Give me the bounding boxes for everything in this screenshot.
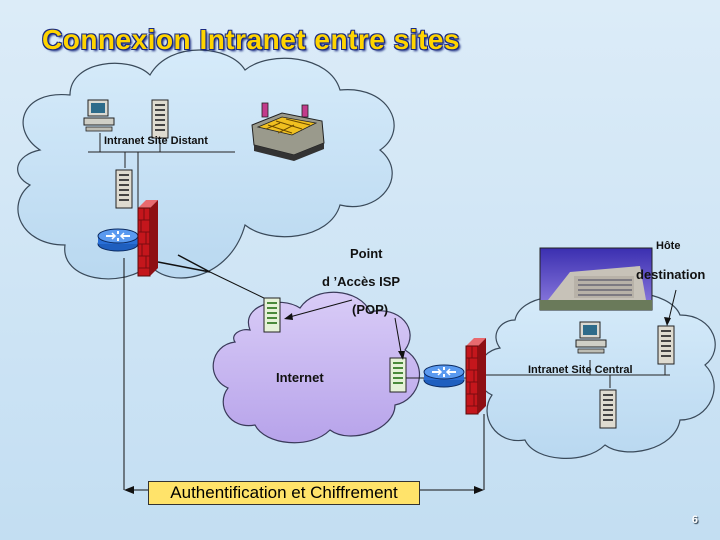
host-label-line2: destination [636,267,706,282]
pop-server-2-icon [389,357,407,393]
auth-encryption-banner: Authentification et Chiffrement [148,481,420,505]
internet-label: Internet [276,370,324,385]
pop-label-line1: Point [350,246,383,261]
remote-site-cloud [17,49,395,280]
internet-cloud [212,291,421,444]
remote-server-2-icon [115,169,133,209]
central-router-icon [423,364,465,388]
central-server-icon [599,389,617,429]
remote-router-icon [97,228,139,252]
remote-site-label: Intranet Site Distant [104,135,208,147]
slide-title: Connexion Intranet entre sites [42,24,460,55]
host-label-line1: Hôte [656,240,681,252]
page-number: 6 [691,514,698,526]
pop-label-line2: d ’Accès ISP [322,274,401,289]
remote-firewall-icon [137,199,159,277]
building-photo-icon [539,247,653,311]
pop-label-line3: (POP) [352,302,389,317]
factory-icon [251,102,325,161]
central-firewall-icon [465,337,487,415]
central-site-label: Intranet Site Central [528,364,633,376]
pop-server-icon [263,297,281,333]
central-host-server-icon [657,325,675,365]
remote-server-icon [151,99,169,139]
